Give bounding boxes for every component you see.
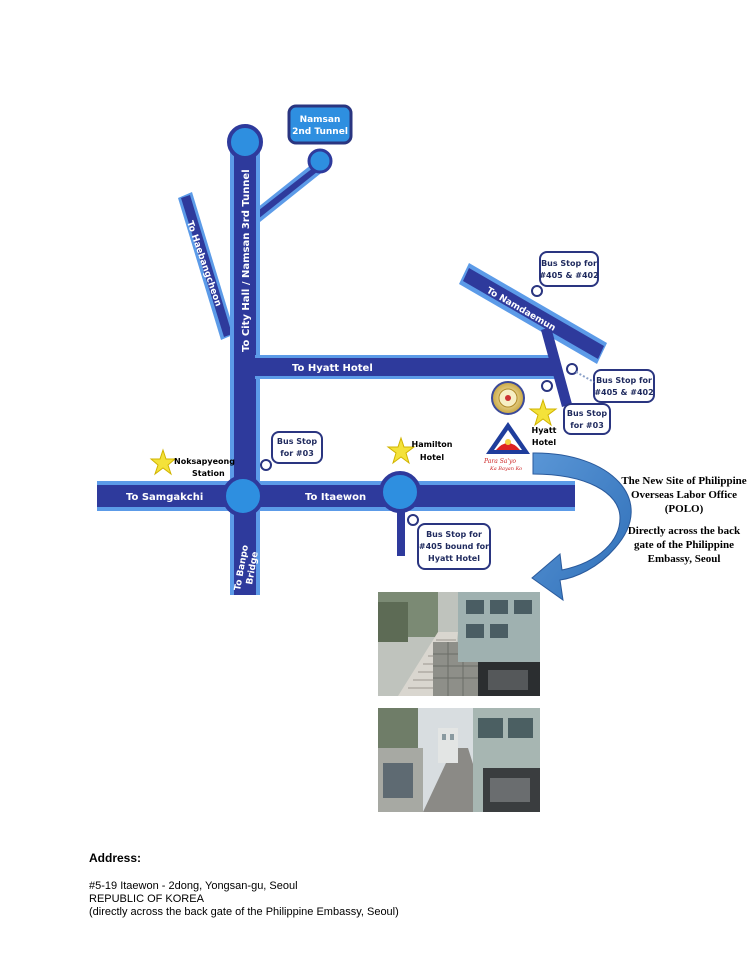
bus-stop-a-line1: Bus Stop for [541,259,597,268]
tunnel-callout: Namsan 2nd Tunnel [287,104,353,145]
intersection-noksapyeong [222,475,264,517]
bus-stop-c: Bus Stop for #03 [541,380,611,435]
polo-site-subtitle: Directly across the back gate of the Phi… [627,525,741,565]
noksapyeong-label-1: Noksapyeong [174,457,235,466]
star-icon [386,436,416,465]
landmark-hamilton: Hamilton Hotel [386,436,453,465]
intersection-itaewon [379,471,421,513]
address-line-3: (directly across the back gate of the Ph… [89,906,399,918]
star-icon [149,448,177,476]
address-title: Address: [89,851,142,865]
bus-stop-b: Bus Stop for #405 & #402 [566,363,655,403]
polo-site-note: The New Site of Philippine Overseas Labo… [620,474,747,566]
bus-stop-e-line3: Hyatt Hotel [428,554,480,563]
intersection-tunnel [307,148,333,174]
hamilton-label-2: Hotel [420,453,444,462]
polo-logo-text-2: Ka Bayan Ko [489,466,522,472]
bus-stop-c-line1: Bus Stop [567,409,607,418]
intersection-top [227,124,263,160]
tunnel-label-1: Namsan [300,115,341,125]
bus-stop-e-line2: #405 bound for [419,542,489,551]
label-city-hall: To City Hall / Namsan 3rd Tunnel [241,169,252,352]
polo-site-title: The New Site of Philippine Overseas Labo… [621,475,747,515]
bus-stop-d-marker [260,459,272,471]
address-block: Address: #5-19 Itaewon - 2dong, Yongsan-… [89,851,399,919]
address-line-1: #5-19 Itaewon - 2dong, Yongsan-gu, Seoul [89,880,298,892]
bus-stop-e-marker [407,514,419,526]
bus-stop-b-marker [566,363,578,375]
label-itaewon: To Itaewon [305,492,366,503]
bus-stop-a-line2: #405 & #402 [539,271,598,280]
tunnel-label-2: 2nd Tunnel [292,127,348,137]
street-photo-2 [378,708,540,812]
bus-stop-a: Bus Stop for #405 & #402 [531,251,599,297]
bus-stop-c-marker [541,380,553,392]
road-network [97,140,607,595]
intersections [222,124,421,517]
address-line-2: REPUBLIC OF KOREA [89,893,204,905]
bus-stop-d-line1: Bus Stop [277,437,317,446]
street-photo-1 [378,592,540,696]
polo-logo-text-1: Para Sa'yo [483,458,516,465]
landmark-hyatt: Hyatt Hotel [528,398,558,447]
bus-stop-c-line2: for #03 [570,421,604,430]
embassy-seal-icon [491,381,525,415]
label-samgakchi: To Samgakchi [126,492,203,503]
bus-stop-b-line2: #405 & #402 [594,388,653,397]
noksapyeong-label-2: Station [192,469,225,478]
bus-stop-d-line2: for #03 [280,449,314,458]
hamilton-label-1: Hamilton [412,440,453,449]
hyatt-label-2: Hotel [532,438,556,447]
bus-stop-b-line1: Bus Stop for [596,376,652,385]
bus-stop-a-marker [531,285,543,297]
star-icon [528,398,558,427]
hyatt-label-1: Hyatt [532,426,557,435]
bus-stop-e-line1: Bus Stop for [426,530,482,539]
road-labels: To City Hall / Namsan 3rd Tunnel To Haeb… [126,169,557,591]
curved-arrow-icon [531,452,632,602]
polo-logo: Para Sa'yo Ka Bayan Ko [483,422,530,472]
landmark-noksapyeong: Noksapyeong Station [149,448,235,478]
bus-stop-d: Bus Stop for #03 [260,431,323,471]
bus-stop-e: Bus Stop for #405 bound for Hyatt Hotel [407,514,491,570]
label-hyatt-road: To Hyatt Hotel [292,363,373,374]
